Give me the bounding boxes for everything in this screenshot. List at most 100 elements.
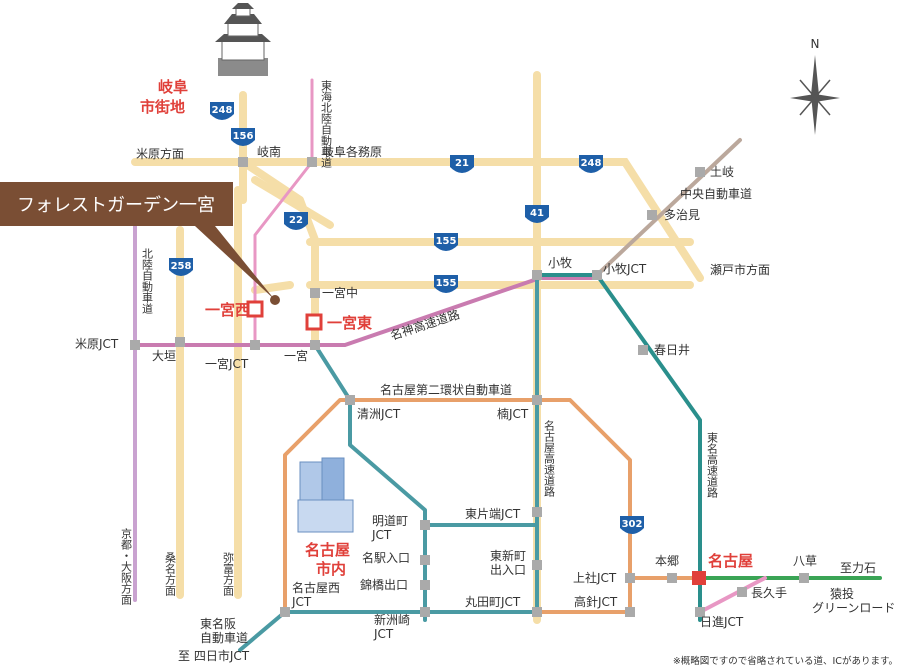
label-kyoto_osaka: 京都・大阪方面: [120, 527, 133, 605]
route-shield-number: 41: [530, 208, 544, 219]
ic-label: 小牧JCT: [603, 262, 647, 276]
ic-node: [310, 340, 320, 350]
label-yatomi: 弥富方面: [222, 551, 235, 596]
label-chikaraishi: 至力石: [840, 561, 876, 575]
ic-node: [625, 573, 635, 583]
ic-label: 大垣: [152, 349, 176, 363]
label-seto: 瀬戸市方面: [710, 262, 770, 277]
label-tokai_hokuriku: 東海北陸自動車道: [320, 80, 333, 168]
route-shield-22: 22: [284, 212, 308, 230]
route-shield-number: 302: [622, 519, 643, 530]
nagoya-building-icon: [297, 457, 354, 533]
ic-node: [175, 337, 185, 347]
ic-label: 東片端JCT: [465, 507, 521, 521]
gifu-city-line2: 市街地: [140, 98, 185, 116]
ic-node: [737, 587, 747, 597]
label-ring2: 名古屋第二環状自動車道: [380, 382, 512, 397]
label-kuwana: 桑名方面: [164, 552, 177, 596]
route-shield-41: 41: [525, 205, 549, 223]
ic-label: 丸田町JCT: [465, 595, 521, 609]
ic-label: 本郷: [655, 554, 679, 568]
label-green_road: 猿投グリーンロード: [812, 586, 895, 615]
ic-label: 一宮JCT: [205, 356, 249, 371]
label-maibara: 米原方面: [136, 146, 184, 161]
label-hokuriku: 北陸自動車道: [141, 248, 154, 314]
ic-node: [799, 573, 809, 583]
ic-label: 八草: [793, 554, 817, 568]
arterial-roads: [131, 71, 704, 624]
ic-node: [420, 580, 430, 590]
route-shield-156: 156: [231, 128, 255, 146]
ic-node: [625, 607, 635, 617]
route-shield-155: 155: [434, 233, 458, 251]
label-tomei: 東名高速道路: [706, 432, 719, 499]
ic-label: 岐阜各務原: [322, 144, 382, 159]
ic-node: [667, 573, 677, 583]
ic-label: 名駅入口: [362, 550, 410, 565]
route-shield-number: 248: [212, 105, 233, 116]
station-ichinomiya-higashi: 一宮東: [327, 314, 372, 332]
ic-label: 一宮中: [322, 285, 358, 300]
station-ichinomiya-nishi: 一宮西: [205, 301, 250, 319]
tokai-hokuriku-expressway: [253, 78, 314, 347]
nagoya-city-label: 名古屋 市内: [305, 541, 355, 578]
ic-label: 一宮: [284, 348, 308, 363]
ic-label: 東新町出入口: [490, 548, 526, 577]
nagakute-link: [698, 576, 767, 614]
gifu-city-line1: 岐阜: [158, 78, 188, 96]
ic-label: 上社JCT: [573, 570, 617, 585]
chuo-expressway: [595, 138, 742, 277]
ic-label: 楠JCT: [497, 406, 529, 421]
route-shield-number: 21: [455, 158, 469, 169]
ic-label: 小牧: [548, 256, 572, 270]
route-shield-number: 156: [233, 131, 254, 142]
route-shield-21: 21: [450, 155, 474, 173]
ic-node: [420, 520, 430, 530]
ic-node: [310, 288, 320, 298]
label-chuo: 中央自動車道: [680, 186, 752, 201]
gifu-city-label: 岐阜 市街地: [140, 78, 193, 116]
ic-node: [420, 555, 430, 565]
ic-node: [695, 167, 705, 177]
road-gifu-diag: [239, 158, 304, 204]
ic-node: [345, 395, 355, 405]
ic-node: [250, 340, 260, 350]
route-shield-number: 248: [581, 158, 602, 169]
ic-label: 清洲JCT: [357, 407, 401, 421]
ic-label: 多治見: [664, 208, 700, 222]
ic-node: [647, 210, 657, 220]
road-kakamigahara: [251, 176, 334, 229]
ic-label: 米原JCT: [75, 337, 119, 351]
road-ichinomiya-w: [251, 281, 294, 294]
route-shield-number: 155: [436, 236, 457, 247]
ic-node: [638, 345, 648, 355]
banner-text: フォレストガーデン一宮: [17, 195, 215, 216]
route-shield-number: 22: [289, 215, 303, 226]
footnote: ※概略図ですので省略されている道、ICがあります。: [673, 655, 898, 667]
ic-label: 長久手: [751, 586, 787, 600]
label-yokkaichi: 至 四日市JCT: [178, 648, 250, 663]
ic-label: 岐南: [257, 144, 281, 159]
ic-node: [532, 507, 542, 517]
area-labels: 岐阜 市街地 名古屋 市内: [140, 78, 355, 578]
ic-node: [130, 340, 140, 350]
route-shield-155: 155: [434, 275, 458, 293]
north-compass-icon: N: [790, 37, 840, 135]
ic-label: 土岐: [710, 165, 734, 179]
ic-node: [420, 607, 430, 617]
gifu-castle-icon: [215, 3, 271, 76]
ic-node: [307, 157, 317, 167]
ic-node: [532, 395, 542, 405]
label-nagoya_exp: 名古屋高速道路: [543, 419, 556, 498]
route-shield-302: 302: [620, 516, 644, 534]
ic-node: [280, 607, 290, 617]
ic-label: 春日井: [654, 343, 690, 357]
nagoya-city-line2: 市内: [316, 560, 346, 578]
ic-label: 日進JCT: [700, 615, 744, 629]
ic-node: [238, 157, 248, 167]
ic-node: [532, 607, 542, 617]
